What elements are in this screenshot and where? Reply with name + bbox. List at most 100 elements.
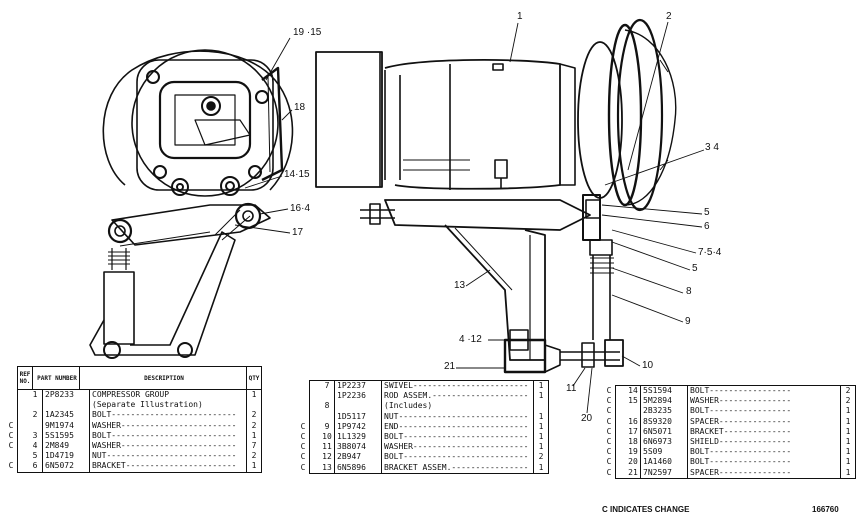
- part-number: 5S09: [641, 447, 688, 458]
- header-part: PART NUMBER: [33, 367, 80, 389]
- description: SWIVEL------------------------: [382, 381, 534, 392]
- compressor-end-view: [89, 49, 294, 359]
- callout-17: 17: [292, 227, 304, 238]
- quantity: [534, 401, 548, 411]
- quantity: 1: [251, 461, 257, 471]
- change-indicator-note: C INDICATES CHANGE: [602, 505, 690, 514]
- callout-3-4: 3 4: [705, 142, 719, 153]
- description: WASHER------------------------: [382, 442, 534, 453]
- part-number: 2P8233: [43, 390, 90, 401]
- quantity: 1: [251, 390, 257, 399]
- quantity: [247, 400, 261, 410]
- quantity: 2: [538, 452, 544, 462]
- part-number: [43, 400, 90, 411]
- callout-2: 2: [666, 11, 672, 22]
- part-number: 5S1594: [641, 386, 688, 397]
- quantity: 2: [251, 451, 257, 461]
- description: WASHER------------------------: [90, 420, 247, 431]
- callout-7-5-4: 7·5·4: [698, 247, 722, 258]
- header-description: DESCRIPTION: [80, 367, 247, 389]
- change-flag: C: [606, 426, 612, 436]
- change-flag: C: [8, 420, 14, 430]
- part-number: 2M849: [43, 440, 90, 452]
- change-flag: C: [606, 396, 612, 406]
- part-number: 6N5072: [43, 461, 90, 472]
- callout-13: 13: [454, 280, 466, 291]
- part-number: 9M1974: [43, 420, 90, 431]
- change-flag: C: [606, 416, 612, 426]
- compressor-side-view: [315, 18, 677, 374]
- ref-number: 13: [320, 462, 335, 473]
- quantity: 1: [538, 411, 544, 421]
- change-flag: C: [300, 442, 306, 452]
- change-flag: C: [8, 430, 14, 440]
- quantity: 1: [538, 381, 544, 390]
- part-number: 1L1329: [335, 431, 382, 443]
- description: BRACKET ASSEM.----------------: [382, 462, 534, 473]
- callout-16-4: 16·4: [290, 203, 311, 214]
- callout-21: 21: [444, 361, 456, 372]
- table-row: 8 (Includes): [310, 401, 548, 412]
- description: SHIELD---------------: [688, 436, 841, 448]
- description: END---------------------------: [382, 421, 534, 432]
- part-number: 3B8074: [335, 442, 382, 453]
- ref-number: 2: [28, 410, 43, 421]
- part-number: 1A1460: [641, 457, 688, 468]
- part-number: 5S1595: [43, 430, 90, 441]
- ref-number: 19: [626, 447, 641, 458]
- ref-number: 16: [626, 416, 641, 427]
- part-number: 1D4719: [43, 451, 90, 462]
- callout-5-upper: 5: [704, 207, 710, 218]
- table-header: REF NO. PART NUMBER DESCRIPTION QTY: [18, 367, 261, 390]
- description: BOLT-----------------: [688, 457, 841, 468]
- quantity: 1: [845, 406, 851, 416]
- description: WASHER------------------------: [90, 440, 247, 452]
- ref-number: [626, 406, 641, 417]
- ref-number: 17: [626, 426, 641, 437]
- ref-number: 6: [28, 461, 43, 472]
- header-ref: REF NO.: [18, 367, 33, 389]
- part-number: [335, 401, 382, 412]
- quantity: 1: [538, 442, 544, 452]
- change-flag: C: [606, 447, 612, 457]
- description: NUT---------------------------: [382, 411, 534, 422]
- part-number: 1P9742: [335, 421, 382, 432]
- callout-1: 1: [517, 11, 523, 22]
- quantity: 1: [251, 430, 257, 440]
- part-number: 5M2894: [641, 396, 688, 407]
- ref-number: 5: [28, 451, 43, 462]
- callout-14-15: 14·15: [284, 169, 310, 180]
- description: SPACER---------------: [688, 467, 841, 478]
- ref-number: [320, 391, 335, 402]
- description: BOLT--------------------------: [90, 430, 247, 441]
- part-number: 8S9320: [641, 416, 688, 427]
- quantity: 1: [538, 462, 544, 472]
- figure-number: 166760: [812, 505, 839, 514]
- ref-number: [28, 400, 43, 411]
- description: BOLT--------------------------: [382, 431, 534, 443]
- callout-10: 10: [642, 360, 654, 371]
- description: ROD ASSEM.--------------------: [382, 391, 534, 402]
- ref-number: 7: [320, 381, 335, 392]
- part-number: 6N6973: [641, 436, 688, 448]
- part-number: 6N5896: [335, 462, 382, 473]
- description: BOLT-----------------: [688, 386, 841, 397]
- ref-number: 10: [320, 431, 335, 443]
- change-flag: C: [606, 457, 612, 467]
